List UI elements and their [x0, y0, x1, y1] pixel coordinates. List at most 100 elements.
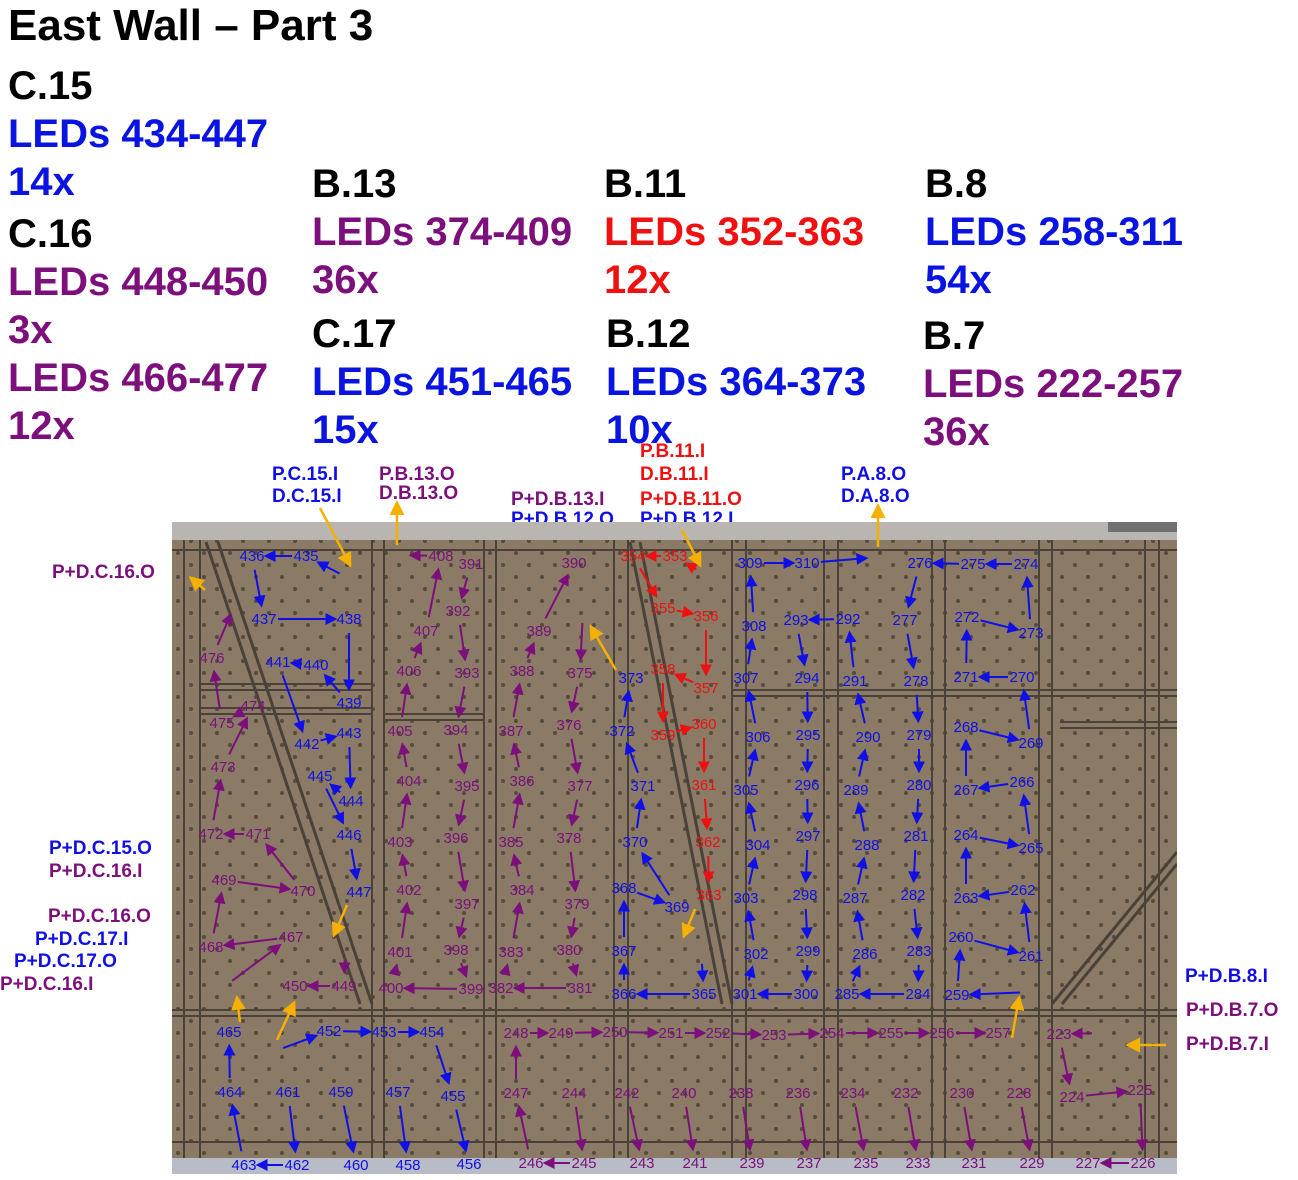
chain-arrow	[633, 797, 646, 829]
led-473: 473	[210, 759, 235, 776]
chain-arrow	[696, 963, 709, 983]
led-405: 405	[387, 723, 412, 740]
chain-arrow	[700, 798, 713, 831]
led-251: 251	[658, 1025, 683, 1042]
led-255: 255	[878, 1025, 903, 1042]
led-range: LEDs 451-465	[312, 360, 573, 404]
led-number: 452	[316, 1023, 341, 1040]
led-468: 468	[198, 939, 223, 956]
led-number: 286	[852, 946, 877, 963]
led-number: 397	[454, 896, 479, 913]
led-range: LEDs 258-311	[925, 210, 1183, 254]
led-384: 384	[509, 882, 534, 899]
chain-arrow	[796, 633, 809, 667]
chain-arrow	[455, 1109, 470, 1153]
led-number: 285	[834, 986, 859, 1003]
led-range: LEDs 466-477	[8, 356, 269, 400]
led-285: 285	[834, 986, 859, 1003]
led-number: 301	[732, 986, 757, 1003]
chain-arrow	[232, 706, 246, 718]
led-number: 291	[842, 673, 867, 690]
led-number: 406	[396, 663, 421, 680]
led-number: 235	[853, 1155, 878, 1172]
led-398: 398	[443, 942, 468, 959]
led-280: 280	[906, 777, 931, 794]
led-number: 362	[695, 834, 720, 851]
led-357: 357	[693, 680, 718, 697]
led-count: 15x	[312, 408, 379, 452]
led-number: 476	[199, 650, 224, 667]
led-number: 268	[953, 719, 978, 736]
led-number: 355	[650, 600, 675, 617]
led-436: 436	[239, 548, 264, 565]
led-271: 271	[953, 669, 978, 686]
chain-arrow	[731, 1028, 763, 1041]
chain-arrow	[289, 657, 303, 670]
chain-arrow	[905, 633, 918, 670]
chain-arrow	[743, 965, 756, 981]
led-number: 266	[1009, 774, 1034, 791]
chain-arrow	[399, 682, 412, 718]
group-name: B.7	[923, 314, 986, 358]
connector-label: P+D.B.7.I	[1186, 1034, 1269, 1055]
led-number: 366	[611, 986, 636, 1003]
led-number: 275	[960, 556, 985, 573]
led-number: 241	[682, 1155, 707, 1172]
led-296: 296	[794, 777, 819, 794]
led-number: 287	[842, 890, 867, 907]
led-number: 281	[903, 828, 928, 845]
led-249: 249	[548, 1025, 573, 1042]
top-rail	[172, 522, 1177, 540]
led-232: 232	[893, 1085, 918, 1102]
led-404: 404	[396, 773, 421, 790]
led-370: 370	[622, 834, 647, 851]
led-number: 298	[792, 887, 817, 904]
led-246: 246	[518, 1155, 543, 1172]
chain-arrow	[953, 948, 966, 982]
chain-arrow	[746, 748, 759, 777]
chain-arrow	[457, 624, 470, 662]
led-240: 240	[671, 1085, 696, 1102]
led-number: 398	[443, 942, 468, 959]
group-name: B.8	[925, 162, 988, 206]
chain-arrow	[237, 880, 292, 894]
chain-arrows	[209, 549, 1149, 1171]
led-279: 279	[906, 727, 931, 744]
chain-arrow	[567, 963, 580, 977]
chain-arrow	[1019, 901, 1032, 943]
led-356: 356	[693, 608, 718, 625]
led-299: 299	[795, 943, 820, 960]
led-number: 245	[571, 1155, 596, 1172]
chain-arrow	[744, 909, 757, 941]
led-number: 292	[835, 611, 860, 628]
led-number: 435	[293, 548, 318, 565]
led-number: 278	[903, 673, 928, 690]
led-count: 36x	[923, 410, 990, 454]
led-number: 402	[396, 882, 421, 899]
led-442: 442	[294, 736, 319, 753]
led-number: 404	[396, 773, 421, 790]
led-number: 282	[900, 887, 925, 904]
led-number: 378	[556, 830, 581, 847]
chain-arrow	[800, 849, 813, 884]
led-461: 461	[275, 1084, 300, 1101]
chain-arrow	[320, 733, 338, 745]
led-223: 223	[1046, 1026, 1071, 1043]
led-380: 380	[556, 942, 581, 959]
led-276: 276	[907, 555, 932, 572]
chain-arrow	[1085, 1086, 1129, 1099]
led-265: 265	[1018, 840, 1043, 857]
connector-label: P+D.C.17.I	[35, 929, 129, 950]
chain-arrow	[628, 1026, 660, 1039]
led-count: 12x	[8, 404, 75, 448]
led-number: 455	[440, 1088, 465, 1105]
chain-arrow	[511, 682, 524, 718]
led-226: 226	[1130, 1155, 1155, 1172]
chain-arrow	[745, 801, 757, 832]
led-309: 309	[737, 555, 762, 572]
chain-arrow	[907, 1106, 920, 1152]
led-number: 304	[745, 837, 770, 854]
